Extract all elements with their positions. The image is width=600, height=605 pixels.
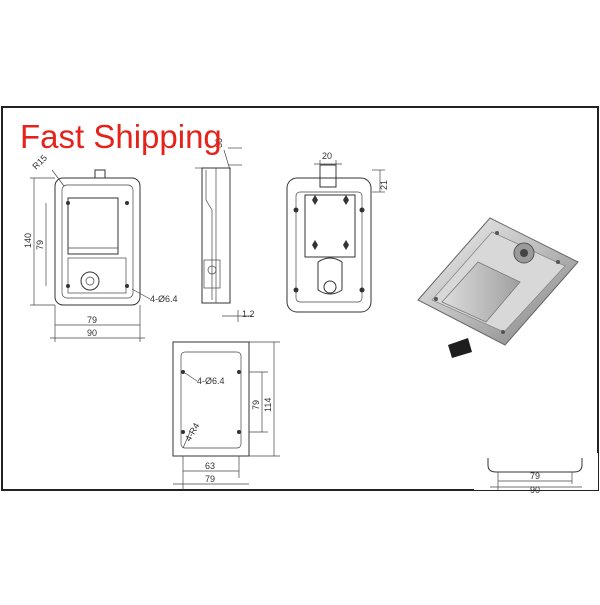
height-inner-label: 79 — [35, 240, 45, 250]
radius-label: R15 — [30, 153, 49, 172]
back-view: 20 21 — [286, 151, 389, 313]
partial-width-outer-label: 90 — [530, 485, 540, 495]
width-outer-label: 90 — [87, 328, 97, 338]
product-photo — [417, 217, 579, 358]
mount-hole — [237, 430, 241, 434]
fast-shipping-banner: Fast Shipping — [20, 118, 222, 155]
cutout-corner-label: 4-R4 — [183, 421, 201, 443]
back-width-label: 20 — [322, 151, 332, 161]
back-handle-plate — [304, 194, 356, 258]
rivet-icon — [343, 240, 349, 250]
hole-leader — [184, 372, 198, 382]
front-inner-recess — [61, 184, 134, 299]
mount-hole — [293, 287, 299, 293]
rivet-icon — [312, 240, 318, 250]
thickness-label: 1.2 — [242, 309, 255, 319]
front-lock-cylinder — [80, 271, 100, 291]
back-outer-plate — [286, 177, 372, 313]
rivet-icon — [343, 195, 349, 205]
partial-view: 79 90 — [474, 453, 598, 495]
side-profile — [205, 170, 213, 300]
photo-screw — [501, 330, 505, 334]
mount-hole — [359, 207, 365, 213]
rivet-icon — [312, 195, 318, 205]
photo-screw — [556, 260, 560, 264]
mount-hole — [181, 430, 185, 434]
back-latch-tab — [319, 164, 337, 188]
back-recess — [295, 191, 363, 303]
photo-screw — [434, 297, 438, 301]
side-view: 30 1.2 — [195, 138, 255, 322]
corner-leader — [182, 431, 191, 449]
front-view: R15 140 79 4-Ø6.4 79 90 — [23, 153, 178, 342]
partial-plate-edge — [487, 458, 583, 473]
cutout-view: 4-Ø6.4 4-R4 79 114 63 79 — [172, 341, 280, 490]
photo-key-slot — [520, 249, 528, 257]
back-lock-cylinder — [323, 280, 337, 294]
back-depth-label: 21 — [379, 180, 389, 190]
mount-hole — [181, 370, 185, 374]
cutout-width-outer-label: 79 — [205, 474, 215, 484]
cutout-inner — [180, 351, 242, 449]
drawing-frame — [1, 106, 599, 491]
mount-hole — [237, 370, 241, 374]
radius-leader — [51, 169, 65, 187]
photo-screw — [495, 231, 499, 235]
front-lock-area — [67, 257, 127, 294]
mount-hole — [359, 287, 365, 293]
mount-hole — [66, 284, 70, 288]
mount-hole — [125, 201, 129, 205]
front-lock-key-slot — [85, 276, 95, 286]
cutout-outer — [172, 341, 250, 457]
photo-latch-cam — [448, 338, 472, 358]
hole-label: 4-Ø6.4 — [150, 294, 178, 304]
height-outer-label: 140 — [23, 233, 33, 248]
front-handle — [67, 197, 119, 255]
side-top-label: 30 — [214, 138, 224, 148]
cutout-hole-label: 4-Ø6.4 — [197, 376, 225, 386]
cutout-height-inner-label: 79 — [251, 400, 261, 410]
mount-hole — [125, 284, 129, 288]
photo-handle — [441, 261, 521, 323]
mount-hole — [66, 201, 70, 205]
side-handle-profile — [223, 149, 231, 280]
cutout-height-outer-label: 114 — [263, 398, 273, 412]
front-top-tab — [94, 169, 106, 179]
side-lock-knob — [207, 265, 217, 275]
hole-leader — [131, 288, 151, 300]
mount-hole — [293, 207, 299, 213]
back-lock-body — [317, 257, 343, 295]
cutout-width-inner-label: 63 — [205, 461, 215, 471]
partial-width-inner-label: 79 — [530, 471, 540, 481]
side-lock-housing — [203, 259, 221, 289]
width-inner-label: 79 — [87, 315, 97, 325]
